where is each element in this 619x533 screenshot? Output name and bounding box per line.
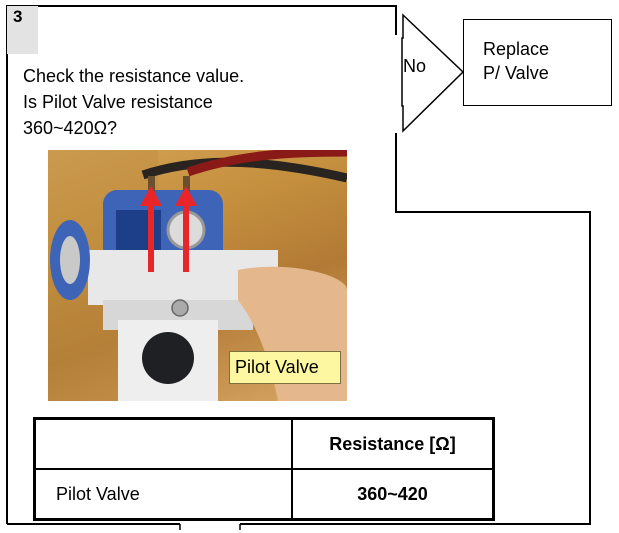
resistance-table: Resistance [Ω] Pilot Valve 360~420 [33, 417, 495, 521]
question-line: Is Pilot Valve resistance [23, 92, 213, 112]
question-text: Check the resistance value. Is Pilot Val… [23, 63, 343, 141]
red-arrow-right [175, 186, 197, 272]
table-cell-value: 360~420 [291, 468, 495, 521]
pilot-valve-callout: Pilot Valve [229, 351, 341, 384]
step-box-border-lower [240, 133, 591, 525]
table-header-row: Resistance [Ω] [33, 417, 495, 470]
no-branch-label: No [403, 56, 427, 76]
side-ring-inner [60, 236, 80, 284]
table-cell-part: Pilot Valve [33, 468, 293, 521]
bracket-screw [171, 299, 189, 317]
question-line: 360~420Ω? [23, 118, 118, 138]
action-line: P/ Valve [483, 63, 549, 83]
question-line: Check the resistance value. [23, 66, 245, 86]
probe-tip-left [148, 176, 155, 196]
no-branch-arrow [401, 13, 465, 133]
table-row: Pilot Valve 360~420 [33, 468, 495, 521]
coil-label [116, 210, 161, 250]
probe-wire-black [141, 157, 347, 183]
probe-wire-red [186, 150, 347, 177]
action-box: Replace P/ Valve [463, 19, 612, 106]
probe-tip-right [183, 176, 190, 196]
red-arrow-left [140, 186, 162, 272]
action-line: Replace [483, 39, 550, 59]
valve-outlet [142, 332, 194, 384]
table-header-cell: Resistance [Ω] [291, 417, 495, 470]
step-box-border [6, 5, 397, 524]
table-header-cell [33, 417, 293, 470]
step-number-badge: 3 [7, 6, 38, 54]
